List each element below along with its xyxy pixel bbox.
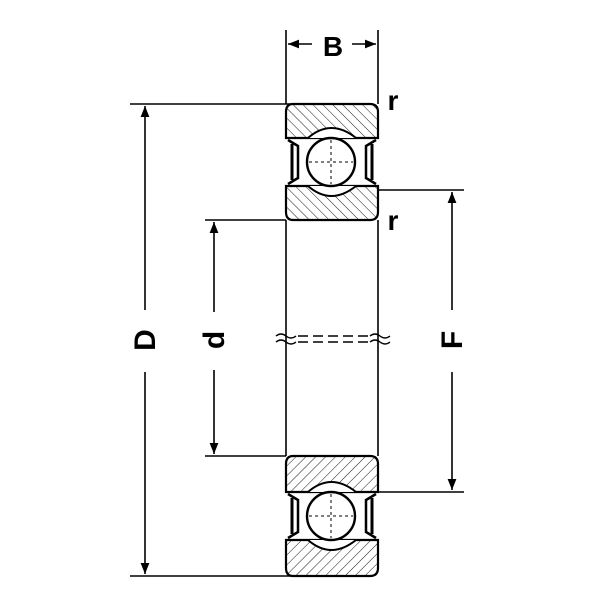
bottom-section (284, 454, 380, 578)
bore-outline (285, 220, 379, 456)
label-F: F (436, 331, 469, 349)
ball-top (305, 136, 357, 188)
label-r-top: r (388, 85, 399, 116)
label-r-middle: r (388, 205, 399, 236)
dimension-F (378, 189, 464, 493)
seal-left-bottom (287, 492, 300, 540)
outer-ring-top (284, 102, 380, 140)
outer-ring-bottom (284, 538, 380, 578)
seal-left-top (287, 138, 300, 186)
label-d: d (198, 331, 231, 349)
top-section (284, 102, 380, 222)
dimension-D (130, 103, 318, 577)
label-B: B (323, 31, 343, 62)
seal-right-bottom (364, 492, 377, 540)
break-marks (275, 333, 391, 345)
inner-ring-top (284, 184, 380, 222)
ball-bottom (305, 490, 357, 542)
dimension-B (285, 30, 379, 104)
dimension-d (205, 219, 286, 457)
seal-right-top (364, 138, 377, 186)
label-D: D (129, 329, 162, 351)
